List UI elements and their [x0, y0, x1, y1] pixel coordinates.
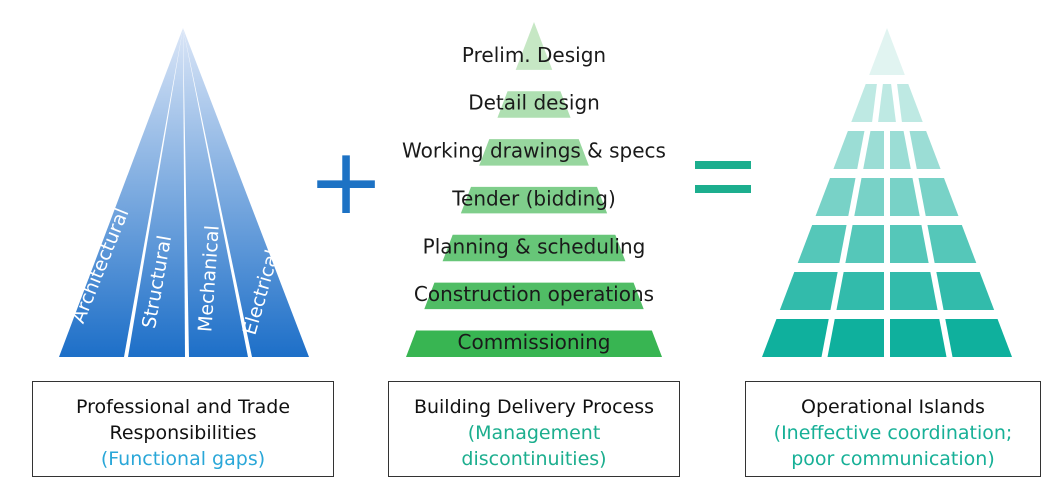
wedge-structural — [128, 28, 185, 357]
caption-operational-islands: Operational Islands (Ineffective coordin… — [745, 381, 1041, 477]
island-block — [918, 178, 959, 216]
operational-islands-pyramid — [762, 28, 1012, 357]
island-block — [897, 84, 923, 122]
island-block — [869, 28, 905, 75]
caption-subtitle: poor communication) — [791, 448, 995, 470]
process-stage-band — [442, 234, 626, 262]
island-block — [815, 178, 856, 216]
discipline-pyramid: Architectural Structural Mechanical Elec… — [59, 28, 309, 357]
island-block — [890, 272, 938, 310]
wedge-architectural — [59, 28, 183, 357]
process-stage-band — [479, 139, 589, 166]
process-stage-band — [460, 186, 608, 214]
caption-title: Building Delivery Process — [413, 396, 655, 418]
caption-subtitle: (Management — [467, 422, 601, 444]
wedge-mechanical — [183, 28, 248, 357]
equals-sign — [695, 161, 751, 193]
plus-sign: + — [307, 128, 384, 235]
island-block — [890, 225, 929, 263]
caption-subtitle: (Ineffective coordination; — [773, 422, 1013, 444]
caption-title: Professional and Trade — [75, 396, 291, 418]
island-block — [762, 319, 829, 357]
caption-title: Operational Islands — [801, 396, 985, 418]
island-block — [863, 131, 884, 169]
process-stage-band — [497, 91, 571, 118]
caption-professional-responsibilities: Professional and Trade Responsibilities … — [32, 381, 334, 477]
island-block — [890, 178, 920, 216]
process-stage-label: Planning & scheduling — [423, 234, 646, 258]
island-block — [927, 225, 977, 263]
process-stage-label: Commissioning — [458, 330, 611, 354]
island-block — [827, 319, 884, 357]
island-block — [890, 319, 947, 357]
wedge-electrical — [183, 28, 309, 357]
caption-subtitle: (Functional gaps) — [100, 448, 266, 470]
island-block — [878, 84, 896, 122]
island-block — [779, 272, 838, 310]
island-block — [936, 272, 995, 310]
island-block — [945, 319, 1012, 357]
process-stage-band — [424, 282, 644, 310]
process-stage-label: Working drawings & specs — [402, 139, 666, 163]
process-stage-label: Construction operations — [414, 282, 654, 306]
caption-subtitle: discontinuities) — [461, 448, 607, 470]
process-stage-label: Detail design — [468, 91, 600, 115]
island-block — [833, 131, 865, 169]
caption-title: Responsibilities — [109, 422, 257, 444]
island-block — [854, 178, 884, 216]
process-stage-label: Prelim. Design — [462, 43, 606, 67]
island-block — [909, 131, 941, 169]
island-block — [890, 131, 911, 169]
process-stage-band — [406, 330, 662, 357]
island-block — [797, 225, 847, 263]
island-block — [851, 84, 877, 122]
process-stage-band — [515, 22, 553, 70]
island-block — [836, 272, 884, 310]
island-block — [845, 225, 884, 263]
caption-building-delivery: Building Delivery Process (Management di… — [388, 381, 680, 477]
process-stage-label: Tender (bidding) — [451, 186, 616, 210]
